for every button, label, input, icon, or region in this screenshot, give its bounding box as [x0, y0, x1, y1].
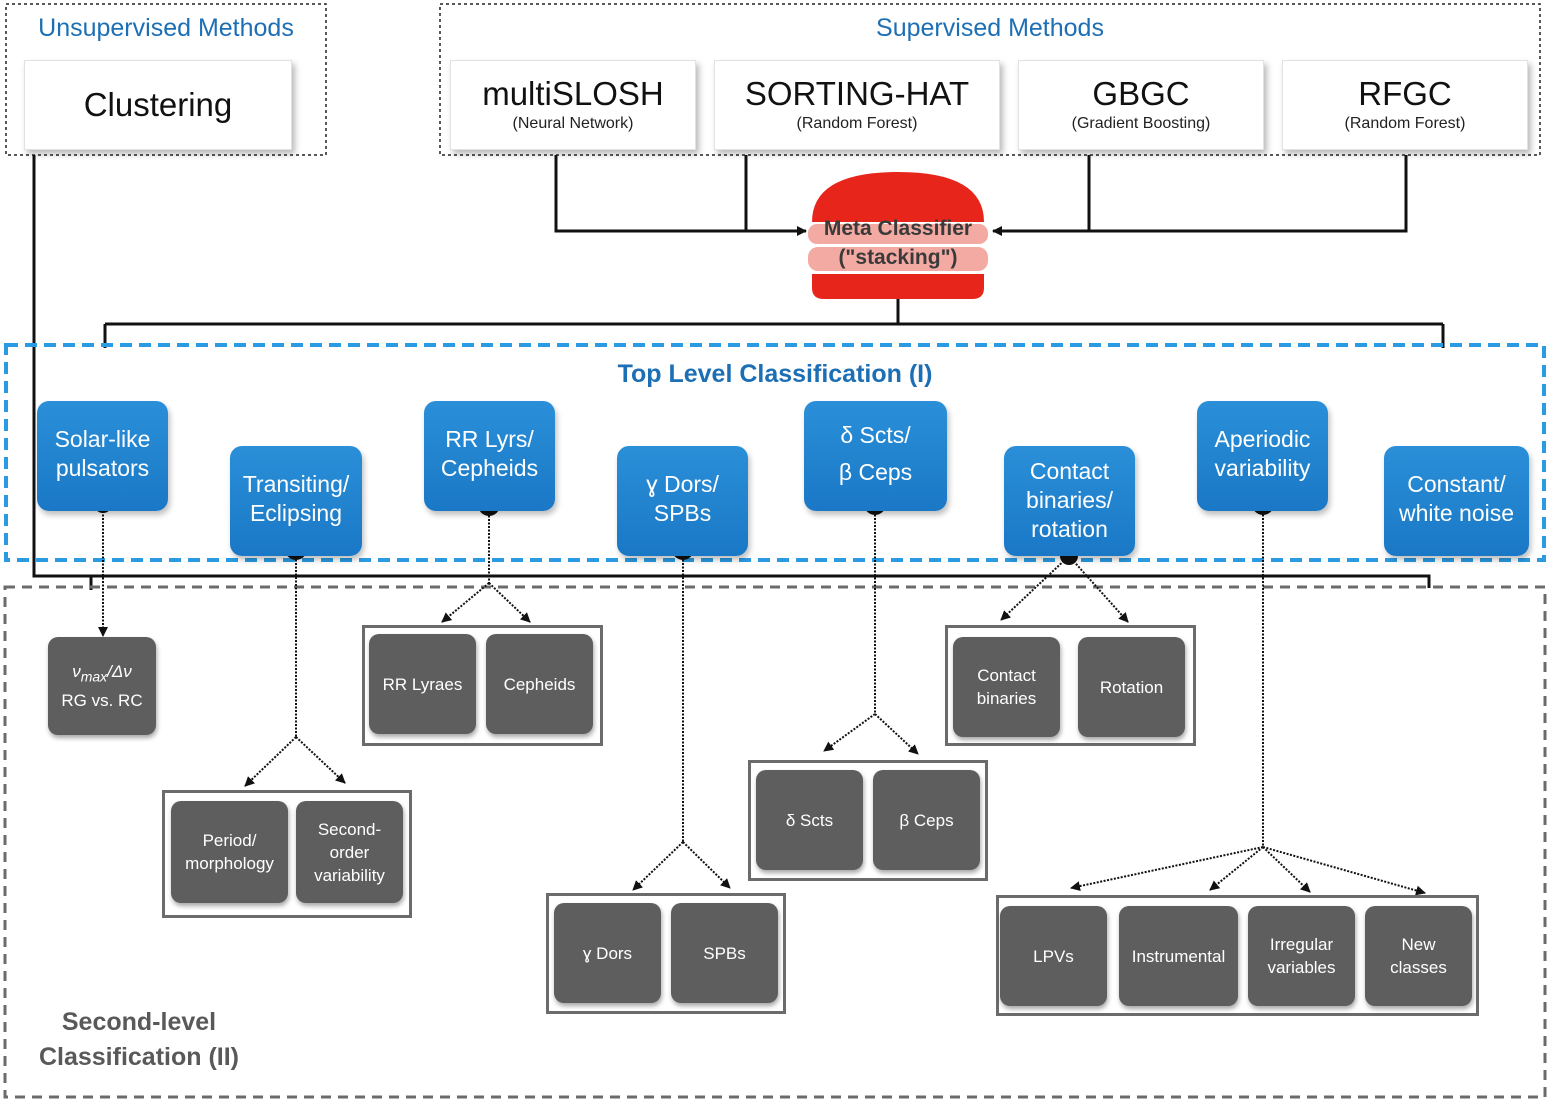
method-name: GBGC — [1092, 74, 1190, 112]
class-label: pulsators — [55, 455, 150, 481]
subclass-label: Contact — [977, 666, 1036, 685]
class-label: SPBs — [653, 500, 712, 526]
numax-dnu-label: νmax/Δν — [72, 660, 132, 688]
numax-symbol: ν — [72, 662, 81, 682]
subclass-label: order — [329, 842, 370, 862]
subclass-label: Instrumental — [1131, 946, 1226, 966]
subclass-label: RR Lyraes — [382, 674, 463, 694]
second-level-title: Second-level Classification (II) — [14, 1005, 264, 1075]
beta-ceps: β Ceps — [873, 770, 980, 870]
unsupervised-methods-title: Unsupervised Methods — [38, 14, 294, 42]
new-classes: New classes — [1365, 906, 1472, 1006]
meta-classifier-line1: Meta Classifier — [823, 217, 973, 240]
subclass-label: SPBs — [703, 943, 746, 963]
top-level-frame — [4, 343, 1546, 562]
supervised-connectors — [554, 155, 1408, 236]
clustering-method: Clustering — [24, 60, 292, 150]
dnu-symbol: Δν — [111, 662, 132, 682]
method-type: (Gradient Boosting) — [1071, 115, 1211, 133]
supervised-methods-title: Supervised Methods — [876, 14, 1104, 42]
subclass-label: δ Scts — [785, 810, 834, 830]
cepheids: Cepheids — [486, 634, 593, 734]
class-label: RR Lyrs/ — [445, 426, 534, 452]
method-type: (Random Forest) — [1344, 115, 1466, 133]
spbs: SPBs — [671, 903, 778, 1003]
delta-scts: δ Scts — [756, 770, 863, 870]
class-solar-like: Solar-like pulsators — [37, 401, 168, 511]
rotation: Rotation — [1078, 637, 1185, 737]
subclass-label: New — [1401, 935, 1436, 954]
class-rr-lyrs: RR Lyrs/Cepheids — [424, 401, 555, 511]
top-level-title: Top Level Classification (I) — [617, 360, 933, 388]
subclass-label: classes — [1390, 958, 1447, 977]
class-label: binaries/ — [1026, 487, 1113, 513]
meta-classifier-line2: ("stacking") — [838, 246, 958, 269]
class-delta-scuti: δ Scts/β Ceps — [804, 401, 947, 511]
subclass-label: Rotation — [1099, 677, 1164, 697]
toplevel-to-secondlevel-connectors — [98, 504, 1426, 896]
irregular-variables: Irregular variables — [1248, 906, 1355, 1006]
contact-binaries: Contact binaries — [953, 637, 1060, 737]
clustering-name: Clustering — [83, 85, 233, 123]
subclass-label: β Ceps — [899, 810, 954, 830]
numax-subscript: max — [80, 668, 108, 685]
subclass-label: morphology — [185, 854, 274, 873]
unsupervised-frame — [5, 3, 327, 156]
meta-classifier-icon — [808, 172, 988, 299]
class-label: rotation — [1031, 516, 1108, 542]
second-order-variability: Second- order variability — [296, 801, 403, 903]
class-contact-binaries: Contact binaries/rotation — [1004, 446, 1135, 556]
rfgc-method: RFGC (Random Forest) — [1282, 60, 1528, 150]
gamma-dors: ɣ Dors — [554, 903, 661, 1003]
class-label: Contact — [1029, 458, 1110, 484]
subclass-label: Period/ — [202, 831, 257, 850]
sorting-hat-method: SORTING-HAT (Random Forest) — [714, 60, 1000, 150]
meta-to-toplevel-connector — [103, 298, 1445, 348]
subclass-label: variables — [1267, 958, 1336, 977]
class-label: Solar-like — [54, 426, 151, 452]
rr-lyraes: RR Lyraes — [369, 634, 476, 734]
class-label: white noise — [1398, 500, 1515, 526]
solar-numax-dnu: νmax/Δν RG vs. RC — [48, 637, 156, 735]
class-label: Aperiodic — [1214, 426, 1311, 452]
class-transiting: Transiting/Eclipsing — [230, 446, 362, 556]
gbgc-method: GBGC (Gradient Boosting) — [1018, 60, 1264, 150]
subclass-label: Second- — [317, 819, 382, 839]
lpvs: LPVs — [1000, 906, 1107, 1006]
rg-vs-rc-label: RG vs. RC — [61, 690, 143, 710]
subclass-label: Irregular — [1269, 935, 1334, 954]
class-constant: Constant/white noise — [1384, 446, 1529, 556]
class-label: ɣ Dors/ — [646, 471, 719, 497]
subclass-label: LPVs — [1033, 946, 1074, 966]
subclass-label: ɣ Dors — [582, 943, 633, 963]
subclass-label: binaries — [976, 689, 1037, 708]
method-name: multiSLOSH — [482, 74, 664, 112]
class-label: Cepheids — [440, 455, 539, 481]
second-level-title-line2: Classification (II) — [38, 1043, 240, 1071]
period-morphology: Period/ morphology — [171, 801, 288, 903]
second-level-title-line1: Second-level — [61, 1008, 217, 1036]
instrumental: Instrumental — [1119, 906, 1238, 1006]
class-label: Eclipsing — [249, 500, 343, 526]
ratio-slash: / — [107, 662, 112, 682]
second-level-frame — [3, 585, 1547, 1099]
class-label: Transiting/ — [242, 471, 350, 497]
method-type: (Random Forest) — [796, 115, 918, 133]
supervised-frame — [439, 3, 1541, 156]
class-label: variability — [1214, 455, 1311, 481]
method-name: RFGC — [1358, 74, 1452, 112]
class-label: β Ceps — [838, 459, 913, 485]
multislosh-method: multiSLOSH (Neural Network) — [450, 60, 696, 150]
subclass-label: Cepheids — [503, 674, 576, 694]
class-gamma-dors: ɣ Dors/SPBs — [617, 446, 748, 556]
method-name: SORTING-HAT — [744, 74, 970, 112]
subclass-label: variability — [314, 865, 385, 885]
class-label: Constant/ — [1407, 471, 1506, 497]
class-label: δ Scts/ — [840, 422, 911, 448]
method-type: (Neural Network) — [512, 115, 634, 133]
meta-classifier-label: Meta Classifier ("stacking") — [798, 214, 998, 272]
class-aperiodic: Aperiodic variability — [1197, 401, 1328, 511]
